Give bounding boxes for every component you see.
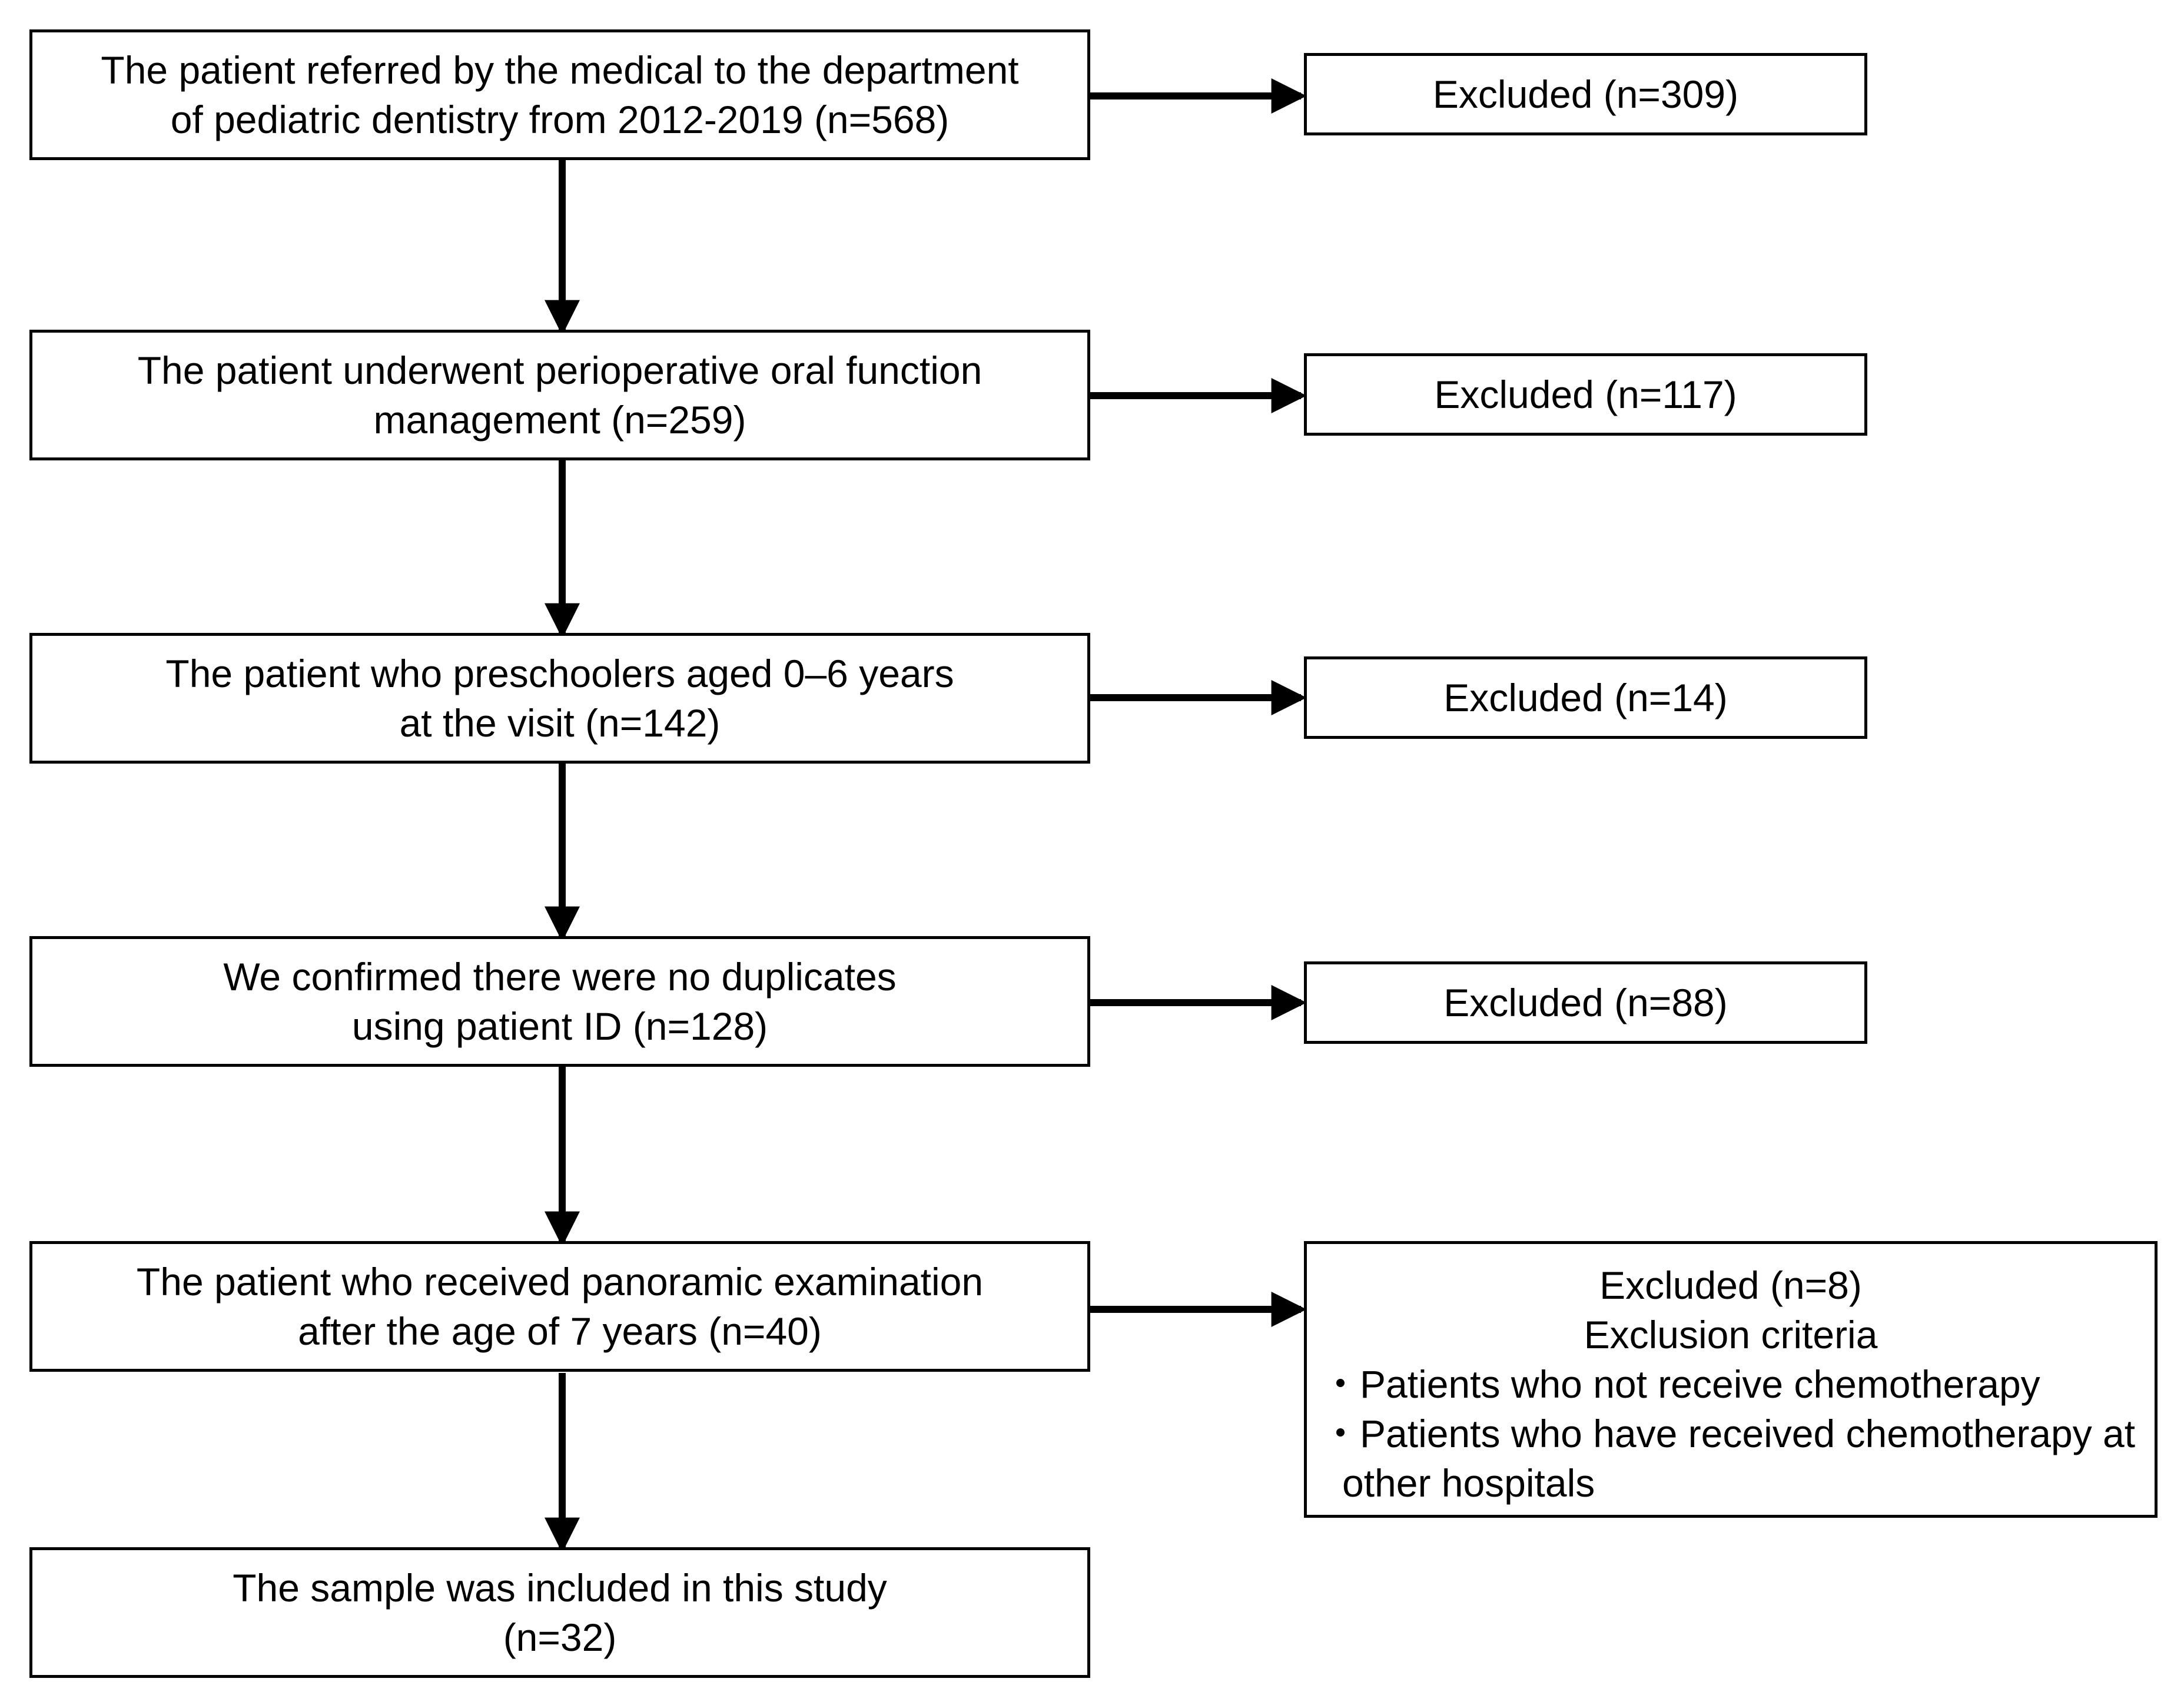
step-text: using patient ID (n=128) [351,1004,768,1048]
exclusion-criterion: ・Patients who not receive chemotherapy [1321,1362,2040,1406]
step-box-preschoolers: The patient who preschoolers aged 0–6 ye… [29,633,1090,764]
exclusion-criterion: ・Patients who have received chemotherapy… [1307,1409,2143,1508]
exclusion-label: Excluded (n=88) [1443,981,1728,1024]
step-box-duplicates: We confirmed there were no duplicates us… [29,936,1090,1067]
exclusion-box-4: Excluded (n=88) [1304,961,1867,1044]
step-text: The patient who received panoramic exami… [136,1260,984,1303]
step-text: management (n=259) [373,398,746,442]
step-text: (n=32) [503,1616,617,1659]
exclusion-label: Excluded (n=117) [1434,373,1737,416]
exclusion-box-3: Excluded (n=14) [1304,656,1867,739]
step-text: The patient underwent perioperative oral… [137,349,983,392]
step-text: We confirmed there were no duplicates [223,955,897,999]
step-box-perioperative: The patient underwent perioperative oral… [29,330,1090,460]
step-text: The patient referred by the medical to t… [101,48,1019,92]
step-box-panoramic: The patient who received panoramic exami… [29,1241,1090,1372]
exclusion-box-1: Excluded (n=309) [1304,53,1867,135]
exclusion-box-5: Excluded (n=8) Exclusion criteria ・Patie… [1304,1241,2158,1518]
step-box-sample: The sample was included in this study (n… [29,1547,1090,1678]
exclusion-label: Excluded (n=14) [1443,676,1728,719]
exclusion-label: Excluded (n=309) [1432,72,1739,116]
step-text: after the age of 7 years (n=40) [298,1309,822,1353]
exclusion-criteria-title: Exclusion criteria [1584,1313,1878,1356]
exclusion-criterion-text: ・Patients who have received chemotherapy… [1321,1412,2136,1505]
step-text: The sample was included in this study [233,1566,887,1610]
step-text: at the visit (n=142) [399,701,721,745]
step-text: of pediatric dentistry from 2012-2019 (n… [170,98,950,141]
exclusion-label: Excluded (n=8) [1599,1263,1862,1307]
exclusion-box-2: Excluded (n=117) [1304,353,1867,436]
step-text: The patient who preschoolers aged 0–6 ye… [165,652,954,695]
step-box-referred: The patient referred by the medical to t… [29,29,1090,160]
